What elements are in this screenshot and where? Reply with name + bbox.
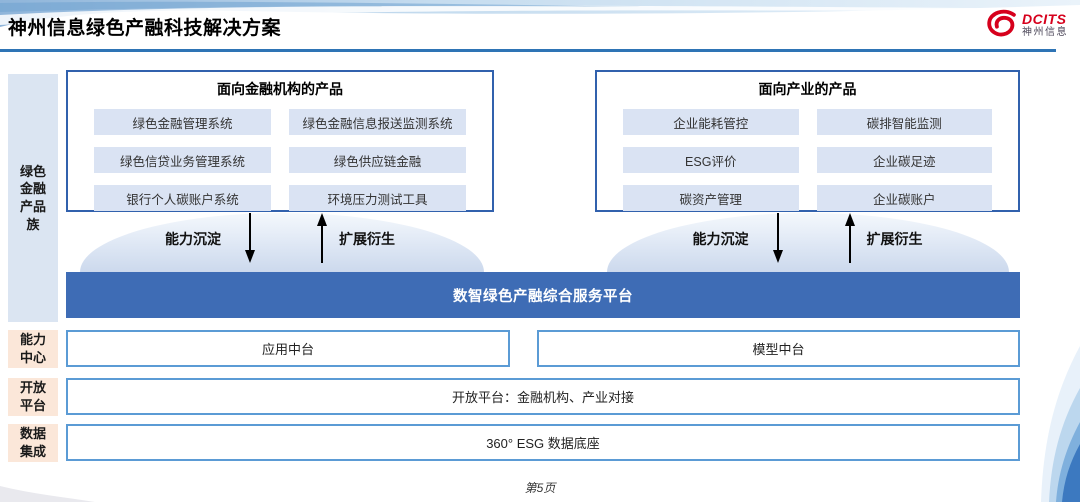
product-chip: 企业碳足迹 [816, 147, 992, 173]
flow-arrows-left: 能力沉淀 扩展衍生 [66, 212, 494, 270]
corner-band-decoration [0, 486, 95, 502]
sidebar-label-text: 数据集成 [19, 426, 46, 459]
product-group-title: 面向产业的产品 [758, 81, 857, 97]
product-group-financial-institutions: 面向金融机构的产品 绿色金融管理系统 绿色金融信息报送监测系统 绿色信贷业务管理… [66, 70, 494, 212]
esg-data-base-box: 360° ESG 数据底座 [66, 424, 1020, 461]
sidebar-label-open-platform: 开放平台 [8, 378, 58, 416]
capability-settle-label: 能力沉淀 [165, 231, 221, 247]
product-chip: 绿色供应链金融 [289, 147, 466, 173]
up-arrow-icon [317, 213, 327, 263]
product-grid: 企业能耗管控 碳排智能监测 ESG评价 企业碳足迹 碳资产管理 企业碳账户 [597, 99, 1018, 211]
extend-derive-label: 扩展衍生 [339, 231, 395, 247]
product-group-title: 面向金融机构的产品 [217, 81, 343, 97]
flow-arrows-right: 能力沉淀 扩展衍生 [595, 212, 1020, 270]
page-number: 第5页 [524, 481, 556, 495]
header-divider [0, 49, 1056, 52]
product-chip: 绿色信贷业务管理系统 [94, 147, 271, 173]
product-chip: 环境压力测试工具 [289, 185, 466, 211]
up-arrow-icon [844, 213, 855, 263]
product-chip: 企业能耗管控 [623, 109, 799, 135]
capability-settle-label: 能力沉淀 [692, 231, 749, 247]
sidebar-label-text: 能力中心 [19, 332, 46, 365]
sidebar-label-product-family: 绿色金融产品族 [8, 74, 58, 322]
logo-brand-text: DCITS [1022, 10, 1067, 27]
dcits-swoosh-icon [987, 9, 1016, 37]
logo-brand-cn-text: 神州信息 [1022, 27, 1068, 39]
platform-title: 数智绿色产融综合服务平台 [453, 288, 633, 305]
product-chip: 企业碳账户 [816, 185, 992, 211]
sidebar-label-capability-center: 能力中心 [8, 330, 58, 368]
model-middle-platform-box: 模型中台 [537, 330, 1020, 367]
platform-bar: 数智绿色产融综合服务平台 [66, 272, 1020, 318]
dcits-logo: DCITS 神州信息 [985, 8, 1068, 42]
product-chip: 碳资产管理 [623, 185, 799, 211]
product-grid: 绿色金融管理系统 绿色金融信息报送监测系统 绿色信贷业务管理系统 绿色供应链金融… [68, 99, 492, 211]
sidebar-label-text: 绿色金融产品族 [19, 163, 46, 232]
corner-swoosh-decoration [1041, 346, 1080, 502]
sidebar-label-data-integration: 数据集成 [8, 424, 58, 462]
product-chip: 绿色金融管理系统 [94, 109, 271, 135]
product-chip: 银行个人碳账户系统 [94, 185, 271, 211]
application-middle-platform-box: 应用中台 [66, 330, 510, 367]
product-chip: 绿色金融信息报送监测系统 [289, 109, 466, 135]
sidebar-label-text: 开放平台 [19, 380, 46, 413]
open-platform-box: 开放平台：金融机构、产业对接 [66, 378, 1020, 415]
product-group-industry: 面向产业的产品 企业能耗管控 碳排智能监测 ESG评价 企业碳足迹 碳资产管理 … [595, 70, 1020, 212]
logo-text-block: DCITS 神州信息 [1022, 10, 1068, 39]
product-chip: ESG评价 [623, 147, 799, 173]
product-chip: 碳排智能监测 [816, 109, 992, 135]
down-arrow-icon [772, 213, 783, 263]
page-title: 神州信息绿色产融科技解决方案 [8, 18, 282, 39]
extend-derive-label: 扩展衍生 [866, 231, 923, 247]
down-arrow-icon [245, 213, 255, 263]
header-swoosh-decoration [0, 0, 1080, 27]
